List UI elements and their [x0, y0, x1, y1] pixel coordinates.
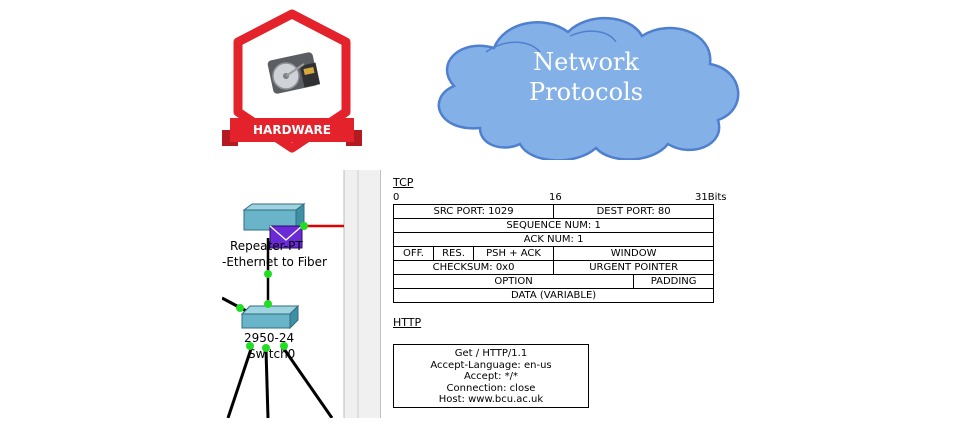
copper-link-down-left[interactable]: [226, 345, 254, 418]
tcp-field: DEST PORT: 80: [553, 204, 715, 219]
tcp-bit-mid: 16: [549, 192, 562, 203]
tcp-section-title: TCP: [393, 176, 414, 189]
tcp-field: PADDING: [633, 274, 715, 289]
tcp-field: SRC PORT: 1029: [392, 204, 555, 219]
cloud-shape: [437, 17, 740, 160]
cloud-title-line1: Network: [533, 48, 639, 76]
tcp-row: DATA (VARIABLE): [392, 288, 715, 303]
badge-ribbon: HARDWARE: [222, 118, 362, 146]
tcp-field: OPTION: [392, 274, 635, 289]
http-header-host: Host: www.bcu.ac.uk: [438, 394, 544, 405]
tcp-field: RES.: [433, 246, 474, 261]
cloud-title-line2: Protocols: [529, 78, 643, 106]
switch-label-line2: Switch0: [248, 347, 295, 361]
tcp-bit-end: 31Bits: [695, 192, 727, 203]
tcp-bit-start: 0: [393, 192, 400, 203]
switch-device[interactable]: [240, 304, 300, 330]
tcp-field: SEQUENCE NUM: 1: [392, 218, 715, 233]
switch-label-line1: 2950-24: [244, 331, 294, 345]
tcp-field: DATA (VARIABLE): [392, 288, 715, 303]
tcp-field: WINDOW: [553, 246, 715, 261]
http-request-box: Get / HTTP/1.1 Accept-Language: en-us Ac…: [393, 344, 589, 408]
canvas-scroll-gutter[interactable]: [344, 170, 382, 418]
tcp-field: OFF.: [393, 246, 434, 261]
repeater-label-line2: -Ethernet to Fiber: [222, 255, 327, 269]
network-protocols-cloud: Network Protocols: [437, 17, 740, 160]
tcp-row: SEQUENCE NUM: 1: [392, 218, 715, 233]
tcp-row: ACK NUM: 1: [392, 232, 715, 247]
http-section-title: HTTP: [393, 316, 422, 329]
hard-drive-icon: [267, 52, 321, 94]
tcp-field: PSH + ACK: [472, 246, 555, 261]
http-header-accept-language: Accept-Language: en-us: [430, 359, 552, 371]
tcp-field: ACK NUM: 1: [392, 232, 715, 247]
repeater-label-line1: Repeater-PT: [230, 239, 303, 253]
badge-label: HARDWARE: [253, 123, 331, 137]
http-header-accept: Accept: */*: [464, 371, 518, 382]
pdu-envelope-icon[interactable]: [269, 225, 303, 249]
tcp-field: URGENT POINTER: [553, 260, 715, 275]
tcp-field: CHECKSUM: 0x0: [392, 260, 555, 275]
hardware-badge: HARDWARE: [222, 9, 362, 153]
badge-outline: [233, 9, 351, 153]
network-topology-canvas[interactable]: Repeater-PT -Ethernet to Fiber 2950-24 S…: [222, 170, 382, 418]
http-header-connection: Connection: close: [446, 382, 536, 394]
port-status-lights: [236, 222, 308, 352]
http-request-line: Get / HTTP/1.1: [454, 348, 528, 359]
copper-link-down[interactable]: [264, 349, 270, 418]
copper-link-down-right[interactable]: [280, 345, 334, 418]
